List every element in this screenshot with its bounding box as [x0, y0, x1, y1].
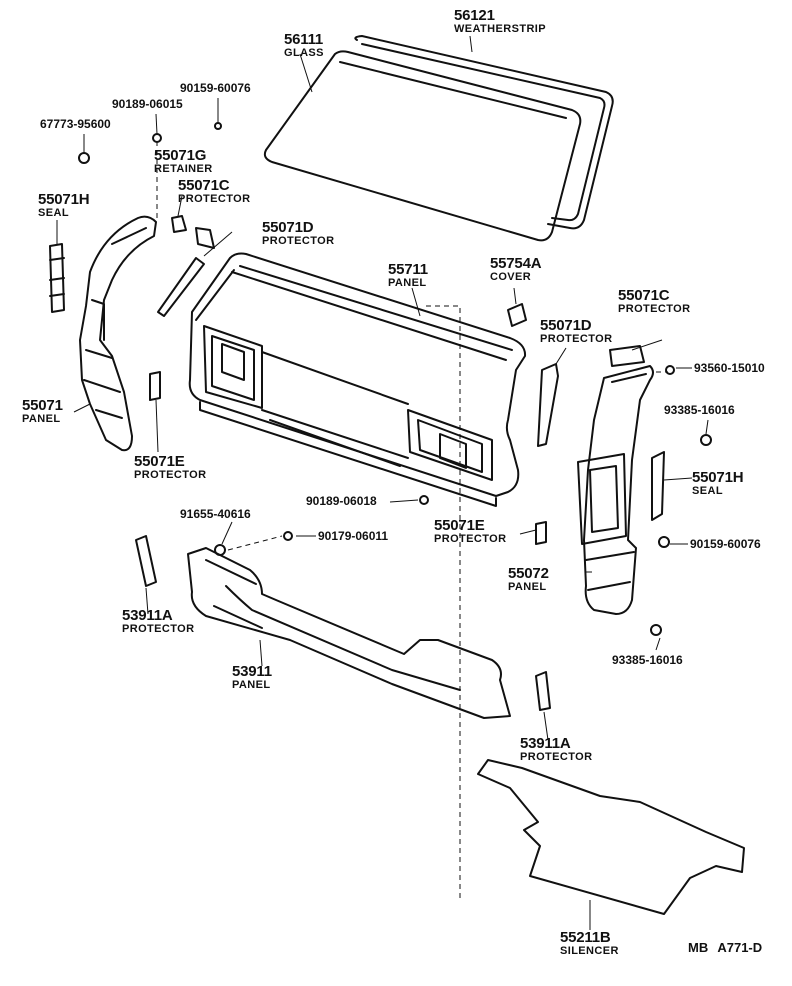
callout-silencer: 55211B SILENCER [560, 930, 619, 957]
callout-number: 53911A [122, 607, 173, 624]
back-panel-drawing [188, 252, 527, 507]
callout-name: PROTECTOR [520, 751, 593, 763]
part-number-label: 90189-06015 [112, 97, 183, 111]
callout-number: 53911A [520, 735, 571, 752]
callout-name: SEAL [38, 207, 69, 219]
callout-name: PANEL [388, 277, 427, 289]
callout-name: SILENCER [560, 945, 619, 957]
callout-protector-c-left: 55071C PROTECTOR [178, 178, 250, 205]
callout-weatherstrip: 56121 WEATHERSTRIP [454, 8, 546, 35]
left-side-panel-drawing [79, 215, 157, 452]
callout-number: 55071G [154, 147, 207, 164]
glass-drawing [263, 50, 582, 242]
callout-name: PANEL [22, 413, 61, 425]
callout-panel-55711: 55711 PANEL [388, 262, 428, 289]
callout-protector-a-left: 53911A PROTECTOR [122, 608, 194, 635]
callout-number: 55071H [38, 191, 90, 208]
callout-name: COVER [490, 271, 532, 283]
callout-number: 55754A [490, 255, 542, 272]
fasteners-drawing [78, 122, 712, 636]
callout-number: 55711 [388, 261, 428, 278]
part-number-label: 67773-95600 [40, 117, 111, 131]
diagram-reference-code: MB A771-D [688, 940, 763, 955]
callout-name: SEAL [692, 485, 723, 497]
callout-name: PROTECTOR [262, 235, 335, 247]
part-number-label: 93385-16016 [664, 403, 735, 417]
callout-number: 55071C [178, 177, 230, 194]
callout-seal-h-right: 55071H SEAL [692, 469, 744, 497]
part-number-label: 93385-16016 [612, 653, 683, 667]
callout-name: PROTECTOR [618, 303, 691, 315]
part-number-label: 90179-06011 [318, 529, 389, 543]
callout-name: PROTECTOR [434, 533, 507, 545]
weatherstrip-drawing [354, 35, 614, 230]
callout-name: PANEL [508, 581, 547, 593]
callout-name: PROTECTOR [178, 193, 251, 205]
part-number-label: 93560-15010 [694, 361, 765, 375]
callout-panel-53911: 53911 PANEL [232, 664, 272, 691]
callout-number: 55071 [22, 397, 63, 414]
callout-panel-55071: 55071 PANEL [22, 398, 63, 425]
callout-number: 55071H [692, 469, 744, 486]
callout-number: 56111 [284, 31, 324, 48]
assembly-reference-lines [156, 142, 668, 900]
callout-number: 55071E [434, 517, 485, 534]
callout-name: PROTECTOR [122, 623, 195, 635]
callout-name: PANEL [232, 679, 271, 691]
callout-name: PROTECTOR [134, 469, 207, 481]
callout-protector-c-right: 55071C PROTECTOR [618, 288, 690, 315]
part-number-label: 91655-40616 [180, 507, 251, 521]
callout-panel-55072: 55072 PANEL [508, 566, 549, 593]
lower-panel-drawing [187, 547, 511, 719]
callout-seal-h-left: 55071H SEAL [38, 191, 90, 219]
callout-protector-d-left: 55071D PROTECTOR [262, 220, 334, 247]
callout-name: WEATHERSTRIP [454, 23, 546, 35]
callout-name: GLASS [284, 47, 324, 59]
callout-number: 55071D [262, 219, 314, 236]
part-number-label: 90159-60076 [180, 81, 251, 95]
callout-glass: 56111 GLASS [284, 32, 324, 59]
callout-name: PROTECTOR [540, 333, 613, 345]
leader-lines [56, 35, 709, 930]
callout-number: 53911 [232, 663, 272, 680]
part-number-label: 90189-06018 [306, 494, 377, 508]
callout-cover: 55754A COVER [490, 255, 542, 283]
callout-number: 55071E [134, 453, 185, 470]
callout-protector-d-right: 55071D PROTECTOR [540, 318, 612, 345]
callout-number: 56121 [454, 7, 495, 24]
callout-number: 55072 [508, 565, 549, 582]
callout-number: 55211B [560, 929, 611, 946]
callout-retainer: 55071G RETAINER [154, 148, 213, 175]
callout-number: 55071C [618, 287, 670, 304]
silencer-drawing [477, 759, 745, 915]
callout-protector-a-right: 53911A PROTECTOR [520, 736, 592, 763]
callout-protector-e-left: 55071E PROTECTOR [134, 454, 206, 481]
right-side-panel-drawing [577, 365, 654, 615]
callout-number: 55071D [540, 317, 592, 334]
callout-name: RETAINER [154, 163, 213, 175]
part-number-label: 90159-60076 [690, 537, 761, 551]
callout-protector-e-right: 55071E PROTECTOR [434, 518, 506, 545]
